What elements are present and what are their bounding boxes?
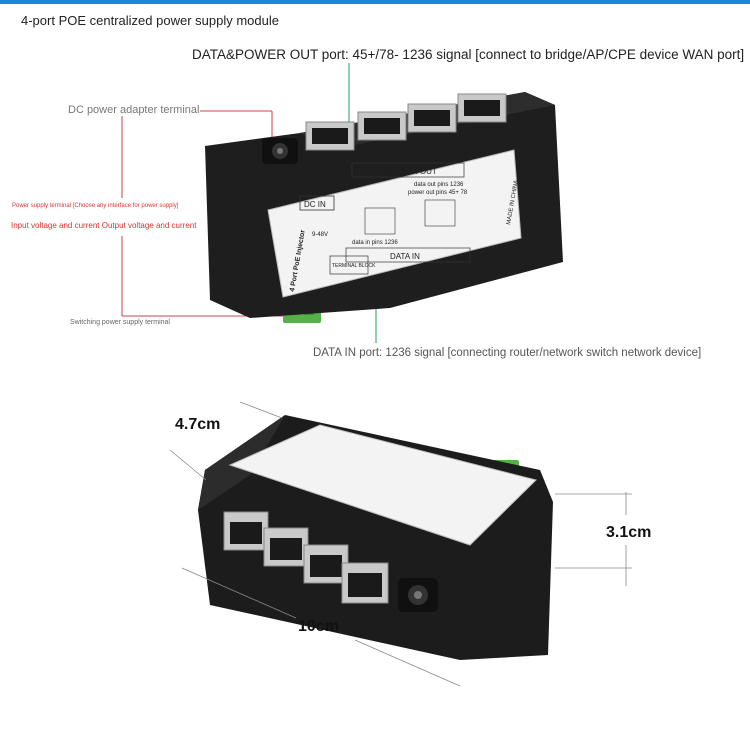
callout-io-note: Input voltage and current Output voltage…	[11, 221, 197, 230]
callout-switching-terminal: Switching power supply terminal	[70, 319, 170, 326]
bottom-rj45-ports	[223, 511, 389, 604]
dimension-length: 10cm	[298, 618, 339, 635]
page-title: 4-port POE centralized power supply modu…	[21, 13, 279, 28]
callout-data-in: DATA IN port: 1236 signal [connecting ro…	[313, 347, 702, 359]
dimension-height: 3.1cm	[606, 524, 652, 541]
label-dc-in: DC IN	[304, 200, 326, 209]
label-power-out-pins: power out pins 45+ 78	[408, 190, 468, 196]
label-terminal-block: TERMINAL BLOCK	[332, 263, 376, 269]
callout-data-power-out: DATA&POWER OUT port: 45+/78- 1236 signal…	[192, 47, 745, 62]
top-device: DC IN 9-48V TERMINAL BLOCK DATA & POWER …	[205, 92, 563, 323]
dimension-lines	[169, 401, 632, 687]
top-accent-bar	[0, 0, 750, 4]
bottom-device	[198, 415, 553, 660]
callout-power-supply-terminal: Power supply terminal [Choose any interf…	[12, 203, 179, 209]
label-data-power-out: DATA & POWER OUT	[358, 167, 437, 176]
label-voltage: 9-48V	[312, 232, 328, 238]
dimension-width: 4.7cm	[175, 416, 221, 433]
label-data-in-pins: data in pins 1236	[352, 240, 398, 246]
top-rj45-ports	[305, 93, 507, 151]
pin-diagram-icon	[364, 207, 396, 235]
label-data-out-pins: data out pins 1236	[414, 182, 464, 188]
top-label-sticker	[267, 149, 522, 298]
label-data-in: DATA IN	[390, 252, 420, 261]
callout-dc-adapter: DC power adapter terminal	[68, 104, 200, 116]
pin-diagram-icon	[424, 199, 456, 227]
bottom-label-sticker	[228, 424, 537, 546]
